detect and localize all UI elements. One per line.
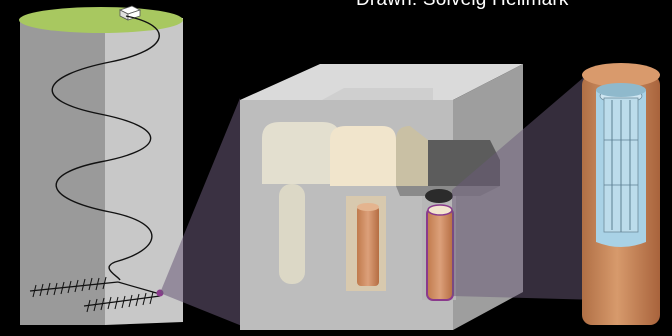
canister-top-rim — [582, 63, 660, 87]
block-top — [240, 64, 523, 100]
credit-text: Drawn: Solveig Hellmark — [356, 0, 569, 11]
tunnel-arch-front — [330, 126, 396, 186]
small-canister-left-icon — [357, 203, 379, 286]
canister-panel — [582, 63, 660, 325]
rock-column-front — [20, 18, 105, 325]
left-shaft — [279, 184, 305, 284]
rock-column-side — [105, 18, 183, 325]
zoom-connector-2 — [452, 72, 600, 300]
overview-panel — [19, 5, 183, 325]
deposition-tunnels-icon — [29, 276, 161, 313]
hole-opening — [425, 189, 453, 203]
block-notch — [322, 88, 433, 100]
ground-surface — [19, 7, 183, 33]
left-tunnel-cross-section — [262, 122, 340, 184]
zoom-connector-1 — [160, 98, 252, 330]
highlighted-canister-icon — [426, 204, 454, 301]
canister-inner-top — [596, 83, 646, 97]
spiral-ramp — [51, 15, 160, 281]
tunnel-arch-depth — [396, 126, 428, 186]
surface-building-icon — [118, 5, 142, 21]
fuel-assembly-icon — [599, 88, 643, 233]
